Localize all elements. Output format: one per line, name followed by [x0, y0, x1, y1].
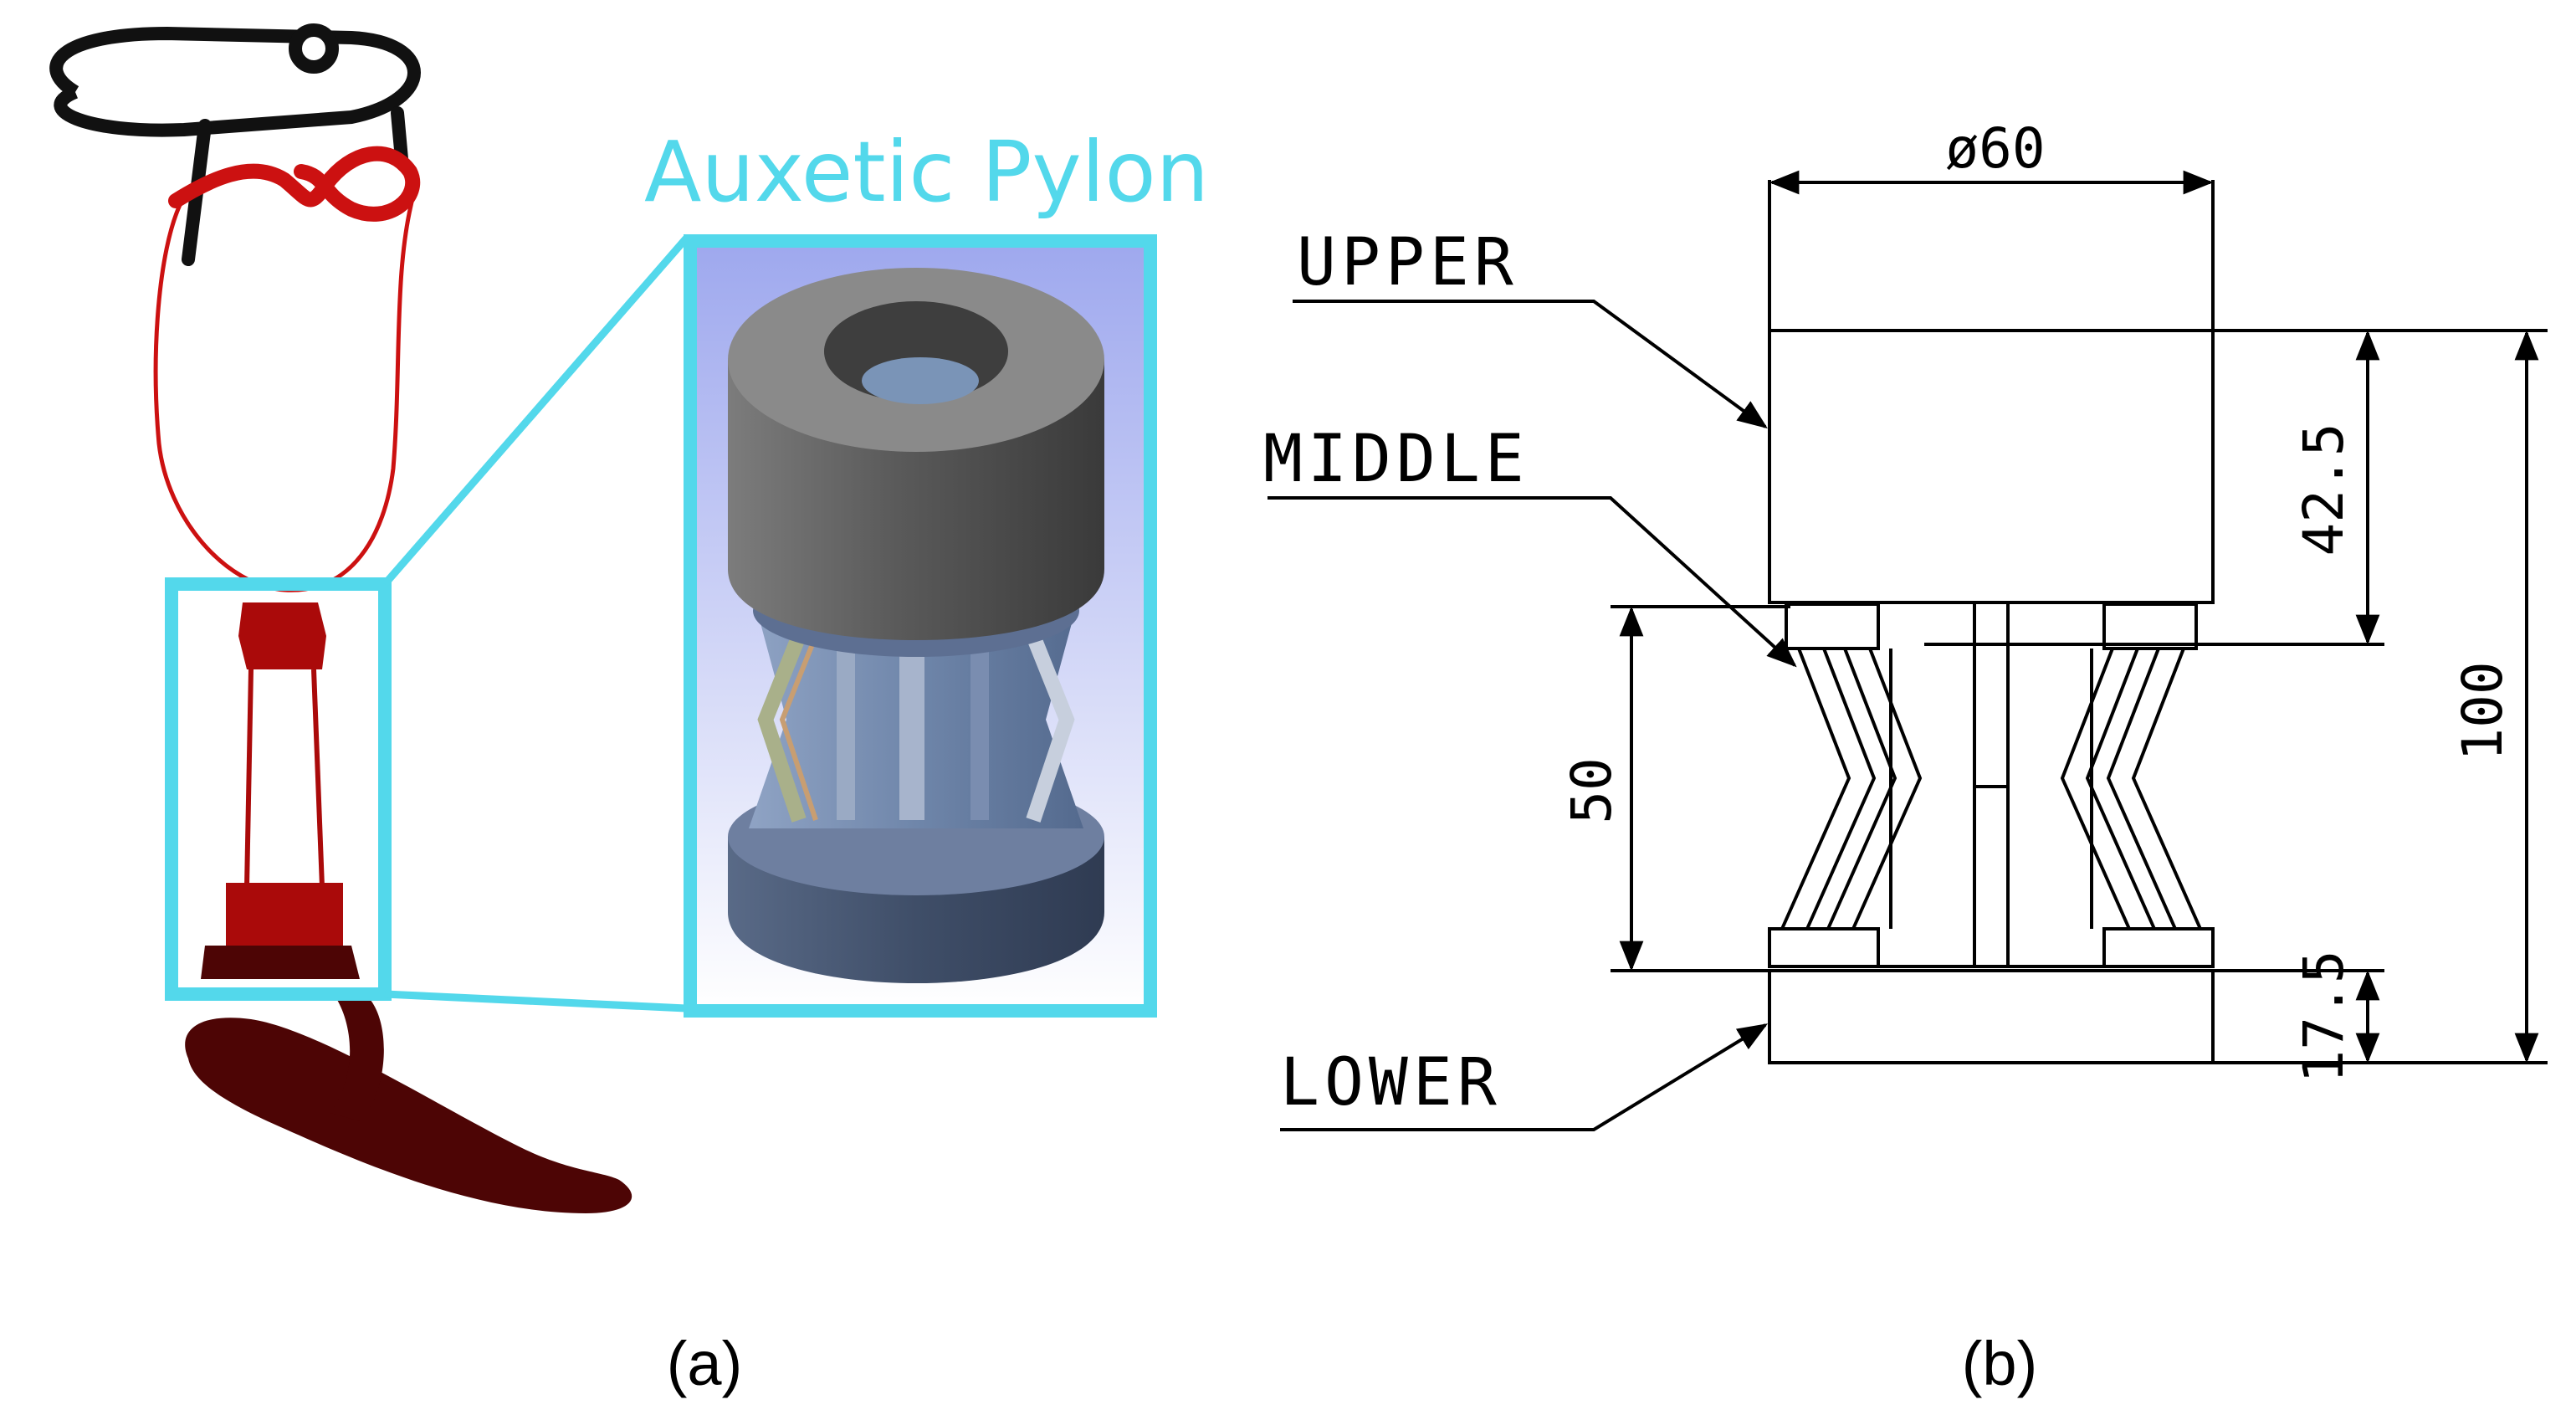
- upper-height-label: 42.5: [2292, 423, 2356, 556]
- panel-b-text: ø60 UPPER MIDDLE LOWER 42.5 100 17.5 50 …: [1263, 116, 2515, 1398]
- pylon-render: [690, 241, 1150, 1011]
- panel-a-label: (a): [667, 1329, 742, 1398]
- lower-height-label: 17.5: [2292, 951, 2356, 1084]
- upper-leader: [1293, 300, 1768, 429]
- panel-b-label: (b): [1962, 1329, 2037, 1398]
- panel-b: [1268, 170, 2548, 1131]
- middle-label: MIDDLE: [1263, 422, 1529, 497]
- callout-connector-top: [382, 236, 689, 587]
- middle-structure: [1768, 601, 2215, 968]
- pylon-highlight-box: [165, 577, 392, 1001]
- harness-ring: [49, 23, 421, 266]
- prosthetic-foot: [185, 987, 632, 1213]
- pylon-leg: [201, 602, 360, 979]
- callout-title: Auxetic Pylon: [644, 123, 1209, 221]
- middle-leader: [1268, 496, 1797, 668]
- total-height-label: 100: [2451, 661, 2515, 761]
- diameter-label: ø60: [1945, 116, 2045, 181]
- upper-block: [1768, 329, 2215, 604]
- lower-block: [1768, 969, 2215, 1064]
- lower-label: LOWER: [1280, 1045, 1502, 1120]
- callout-connector-bottom: [384, 990, 687, 1013]
- panel-a: Auxetic Pylon (a): [49, 23, 1209, 1398]
- middle-height-label: 50: [1559, 757, 1624, 823]
- lower-leader: [1280, 1023, 1769, 1131]
- render-frame: [684, 234, 1157, 1018]
- upper-label: UPPER: [1297, 225, 1518, 300]
